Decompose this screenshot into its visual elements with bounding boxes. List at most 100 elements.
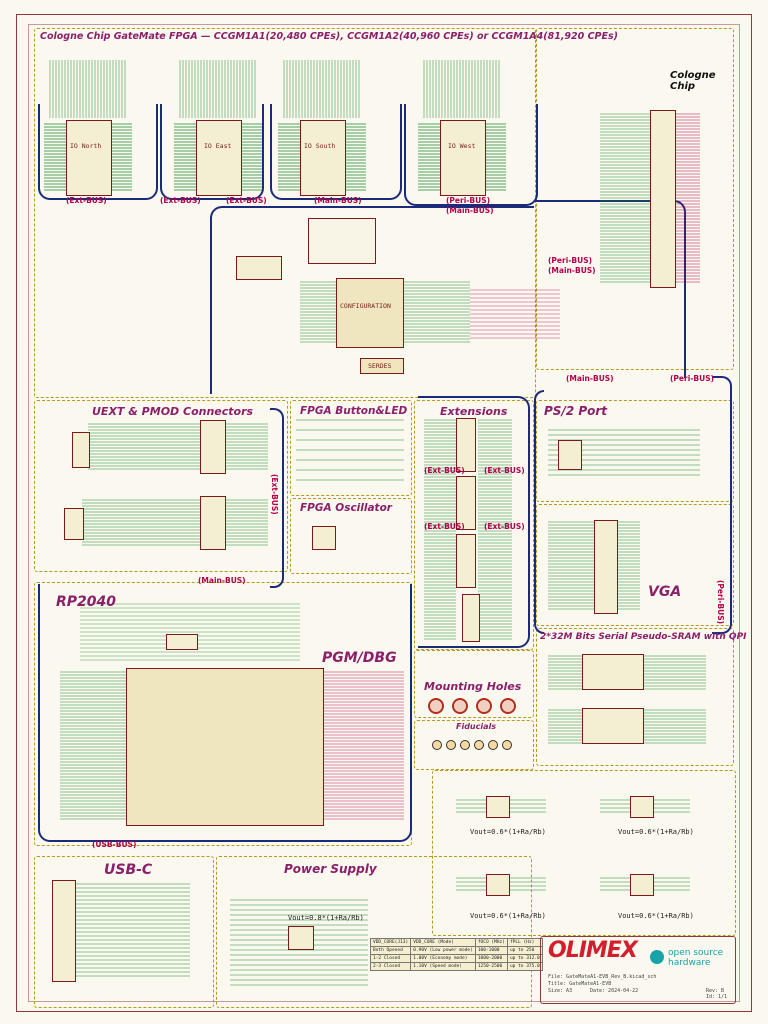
peri-bus-tag-3: (Peri-BUS)	[670, 374, 715, 383]
table-cell: 100-1000	[474, 946, 508, 955]
sheet-inner-border	[28, 24, 740, 1002]
dcdc-chip	[288, 926, 314, 950]
main-bus-tag-rp: (Main-BUS)	[198, 576, 246, 585]
ps2-connector	[558, 440, 582, 470]
ext-bus-tag-uext: (Ext-BUS)	[270, 474, 279, 515]
regulator-4-chip	[630, 874, 654, 896]
regulators-block	[432, 770, 736, 936]
usb-c-title: USB-C	[104, 862, 153, 878]
ext-bus-tag-ext-3: (Ext-BUS)	[424, 522, 465, 531]
usb-c-block	[34, 856, 214, 1008]
fiducial-6	[502, 740, 512, 750]
rp2040-title: RP2040	[56, 594, 117, 610]
main-bus-line-fpga	[270, 104, 402, 200]
table-header-cell: VDD_CORE(J13)	[369, 938, 412, 947]
ps2-port-title: PS/2 Port	[544, 404, 608, 418]
title-block-file: File: GateMateA1-EVB_Rev_B.kicad_sch	[548, 974, 657, 980]
regulator-2-chip	[630, 796, 654, 818]
table-cell: 0.90V (Low power mode)	[410, 946, 476, 955]
cologne-logo-line2: Chip	[670, 81, 696, 92]
vga-block	[536, 504, 734, 626]
usb-bus-tag: (USB-BUS)	[92, 840, 137, 849]
title-block-date: Date: 2024-04-22	[590, 988, 639, 994]
ext-bus-tag-1: (Ext-BUS)	[66, 196, 107, 205]
main-bus-trunk	[210, 206, 534, 394]
osh-icon	[650, 950, 664, 964]
title-block	[540, 936, 736, 1004]
sheet-border	[16, 14, 752, 1012]
mounting-holes-block	[414, 650, 534, 718]
fpga-oscillator-title: FPGA Oscillator	[300, 502, 392, 514]
fpga-header-title: Cologne Chip GateMate FPGA — CCGM1A1(20,…	[40, 31, 618, 42]
oscillator-chip	[312, 526, 336, 550]
uext-connector	[72, 432, 90, 468]
io-bank-south-label: IO South	[304, 142, 336, 150]
mounting-hole-2	[452, 698, 468, 714]
table-header-cell: fPLL (Hz)	[506, 938, 543, 947]
io-bank-west-label: IO West	[448, 142, 476, 150]
table-cell: up to 375.0	[506, 962, 543, 971]
fiducial-2	[446, 740, 456, 750]
table-cell: 1.00V (Economy mode)	[410, 954, 476, 963]
osh-line1: open source	[668, 948, 724, 958]
rp2040-flash-chip	[166, 634, 198, 650]
ext-bus-tag-3: (Ext-BUS)	[226, 196, 267, 205]
table-cell: 1250-2500	[474, 962, 508, 971]
fiducial-5	[488, 740, 498, 750]
fpga-button-led-block	[290, 400, 412, 496]
uext-buffer-chip	[200, 420, 226, 474]
extension-connector-1	[456, 418, 476, 472]
io-table-chip	[308, 218, 376, 264]
fpga-bank-east-chip	[196, 120, 242, 196]
serdes-chip	[360, 358, 404, 374]
regulator-2-formula: Vout=0.6*(1+Ra/Rb)	[618, 828, 694, 836]
uext-pmod-title: UEXT & PMOD Connectors	[92, 405, 254, 418]
usb-c-connector	[52, 880, 76, 982]
mounting-hole-4	[500, 698, 516, 714]
configuration-label: CONFIGURATION	[340, 302, 391, 310]
title-block-title: Title: GateMateA1-EVB	[548, 981, 612, 987]
table-header-cell: VDD_CORE (Mode)	[410, 938, 476, 947]
uext-pmod-block	[34, 400, 288, 572]
extension-connector-4	[462, 594, 480, 642]
table-cell: Both Opened	[369, 946, 412, 955]
osh-label: open source hardware	[668, 948, 723, 968]
serdes-label: SERDES	[368, 362, 392, 370]
regulator-3-formula: Vout=0.6*(1+Ra/Rb)	[470, 912, 546, 920]
extensions-title: Extensions	[440, 405, 508, 418]
olimex-logo: OLIMEX	[548, 938, 638, 963]
fiducial-4	[474, 740, 484, 750]
ext-bus-tag-ext-2: (Ext-BUS)	[484, 466, 525, 475]
table-header-cell: fOCO (MHz)	[474, 938, 508, 947]
fpga-bank-north-chip	[66, 120, 112, 196]
vdd-core-table: VDD_CORE(J13) VDD_CORE (Mode) fOCO (MHz)…	[369, 938, 543, 971]
vga-connector	[594, 520, 618, 614]
fpga-oscillator-block	[290, 498, 412, 574]
peri-bus-line-fpga	[404, 104, 538, 206]
regulator-3-chip	[486, 874, 510, 896]
fiducials-title: Fiducials	[456, 722, 497, 731]
power-supply-formula: Vout=0.8*(1+Ra/Rb)	[288, 914, 364, 922]
ext-bus-uext	[270, 408, 284, 588]
mounting-hole-3	[476, 698, 492, 714]
regulator-1-formula: Vout=0.6*(1+Ra/Rb)	[470, 828, 546, 836]
vga-title: VGA	[648, 584, 682, 600]
title-block-size: Size: A3	[548, 988, 573, 994]
table-cell: 1.10V (Speed mode)	[410, 962, 476, 971]
psram-chip-1	[582, 654, 644, 690]
peri-bus-tag-2: (Peri-BUS)	[548, 256, 593, 265]
title-block-id: Id: 1/1	[706, 994, 728, 1000]
fpga-config-chip	[336, 278, 404, 348]
pmod-buffer-chip	[200, 496, 226, 550]
pmod-connector	[64, 508, 84, 540]
power-supply-block	[216, 856, 532, 1008]
main-bus-tag-2: (Main-BUS)	[446, 206, 494, 215]
main-bus-tag-4: (Main-BUS)	[566, 374, 614, 383]
fpga-bank-west-chip	[440, 120, 486, 196]
ext-bus-tag-ext-1: (Ext-BUS)	[424, 466, 465, 475]
table-cell: up to 312.0	[506, 954, 543, 963]
fiducial-1	[432, 740, 442, 750]
fpga-block	[34, 28, 536, 398]
io-bank-north-label: IO North	[70, 142, 102, 150]
extensions-block	[414, 400, 534, 650]
